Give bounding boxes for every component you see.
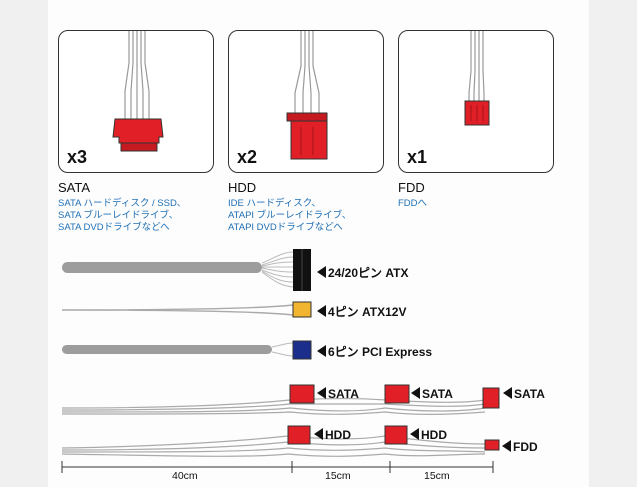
fdd-quantity: x1 — [407, 147, 428, 167]
pcie-connector — [292, 340, 312, 360]
sata-connector-illustration — [112, 31, 164, 152]
sata-title: SATA — [58, 180, 91, 195]
sata-connector — [384, 384, 410, 404]
sata-connector-card: x3 — [58, 30, 214, 173]
fdd-connector-illustration — [464, 31, 490, 126]
fdd-title: FDD — [398, 180, 425, 195]
sata-label: SATA — [503, 387, 545, 401]
atx12v-label: 4ピン ATX12V — [317, 303, 406, 320]
atx12v-label-text: 4ピン ATX12V — [328, 305, 407, 319]
hdd-title: HDD — [228, 180, 257, 195]
left-arrow-icon — [317, 266, 326, 278]
pcie-cable — [62, 340, 312, 360]
left-arrow-icon — [502, 440, 511, 452]
pcie-label: 6ピン PCI Express — [317, 343, 432, 360]
left-arrow-icon — [317, 387, 326, 399]
fdd-description-line: FDDへ — [398, 198, 428, 209]
hdd-quantity: x2 — [237, 147, 258, 167]
hdd-description-line: ATAPI ブルーレイドライブ、 — [228, 210, 352, 221]
fdd-label-text: FDD — [513, 440, 538, 454]
hdd-connector — [384, 425, 408, 445]
left-arrow-icon — [410, 428, 419, 440]
left-arrow-icon — [317, 345, 326, 357]
dimension-40cm: 40cm — [172, 470, 198, 482]
dimension-15cm: 15cm — [325, 470, 351, 482]
left-arrow-icon — [503, 387, 512, 399]
left-arrow-icon — [317, 305, 326, 317]
sata-connector — [289, 384, 315, 404]
dimension-lines — [61, 461, 494, 473]
right-margin — [589, 0, 637, 487]
sata-description-line: SATA ハードディスク / SSD、 — [58, 198, 187, 209]
hdd-connector-illustration — [286, 31, 328, 160]
atx-label-text: 24/20ピン ATX — [328, 266, 409, 280]
hdd-label: HDD — [314, 428, 351, 442]
fdd-connector — [484, 439, 500, 451]
sata-label-text: SATA — [422, 387, 453, 401]
hdd-description-line: ATAPI DVDドライブなどへ — [228, 222, 343, 233]
fdd-description: FDDへ — [398, 198, 427, 210]
sata-label-text: SATA — [328, 387, 359, 401]
fdd-label: FDD — [502, 440, 538, 454]
sata-label-text: SATA — [514, 387, 545, 401]
sata-quantity: x3 — [67, 147, 88, 167]
fdd-connector-card: x1 — [398, 30, 554, 173]
dimension-15cm: 15cm — [424, 470, 450, 482]
sata-description-line: SATA DVDドライブなどへ — [58, 222, 170, 233]
hdd-connector — [287, 425, 311, 445]
hdd-label: HDD — [410, 428, 447, 442]
atx12v-connector — [292, 301, 312, 318]
left-margin — [0, 0, 48, 487]
sata-connector — [482, 387, 500, 409]
hdd-connector-card: x2 — [228, 30, 384, 173]
sata-description-line: SATA ブルーレイドライブ、 — [58, 210, 179, 221]
atx-label: 24/20ピン ATX — [317, 264, 408, 281]
left-arrow-icon — [411, 387, 420, 399]
hdd-label-text: HDD — [421, 428, 447, 442]
pcie-label-text: 6ピン PCI Express — [328, 345, 433, 359]
atx-cable — [62, 249, 311, 291]
hdd-description-line: IDE ハードディスク、 — [228, 198, 321, 209]
left-arrow-icon — [314, 428, 323, 440]
atx12v-cable — [61, 301, 312, 318]
sata-label: SATA — [317, 387, 359, 401]
sata-description: SATA ハードディスク / SSD、 SATA ブルーレイドライブ、 SATA… — [58, 198, 186, 234]
hdd-description: IDE ハードディスク、 ATAPI ブルーレイドライブ、 ATAPI DVDド… — [228, 198, 351, 234]
sata-label: SATA — [411, 387, 453, 401]
hdd-label-text: HDD — [325, 428, 351, 442]
